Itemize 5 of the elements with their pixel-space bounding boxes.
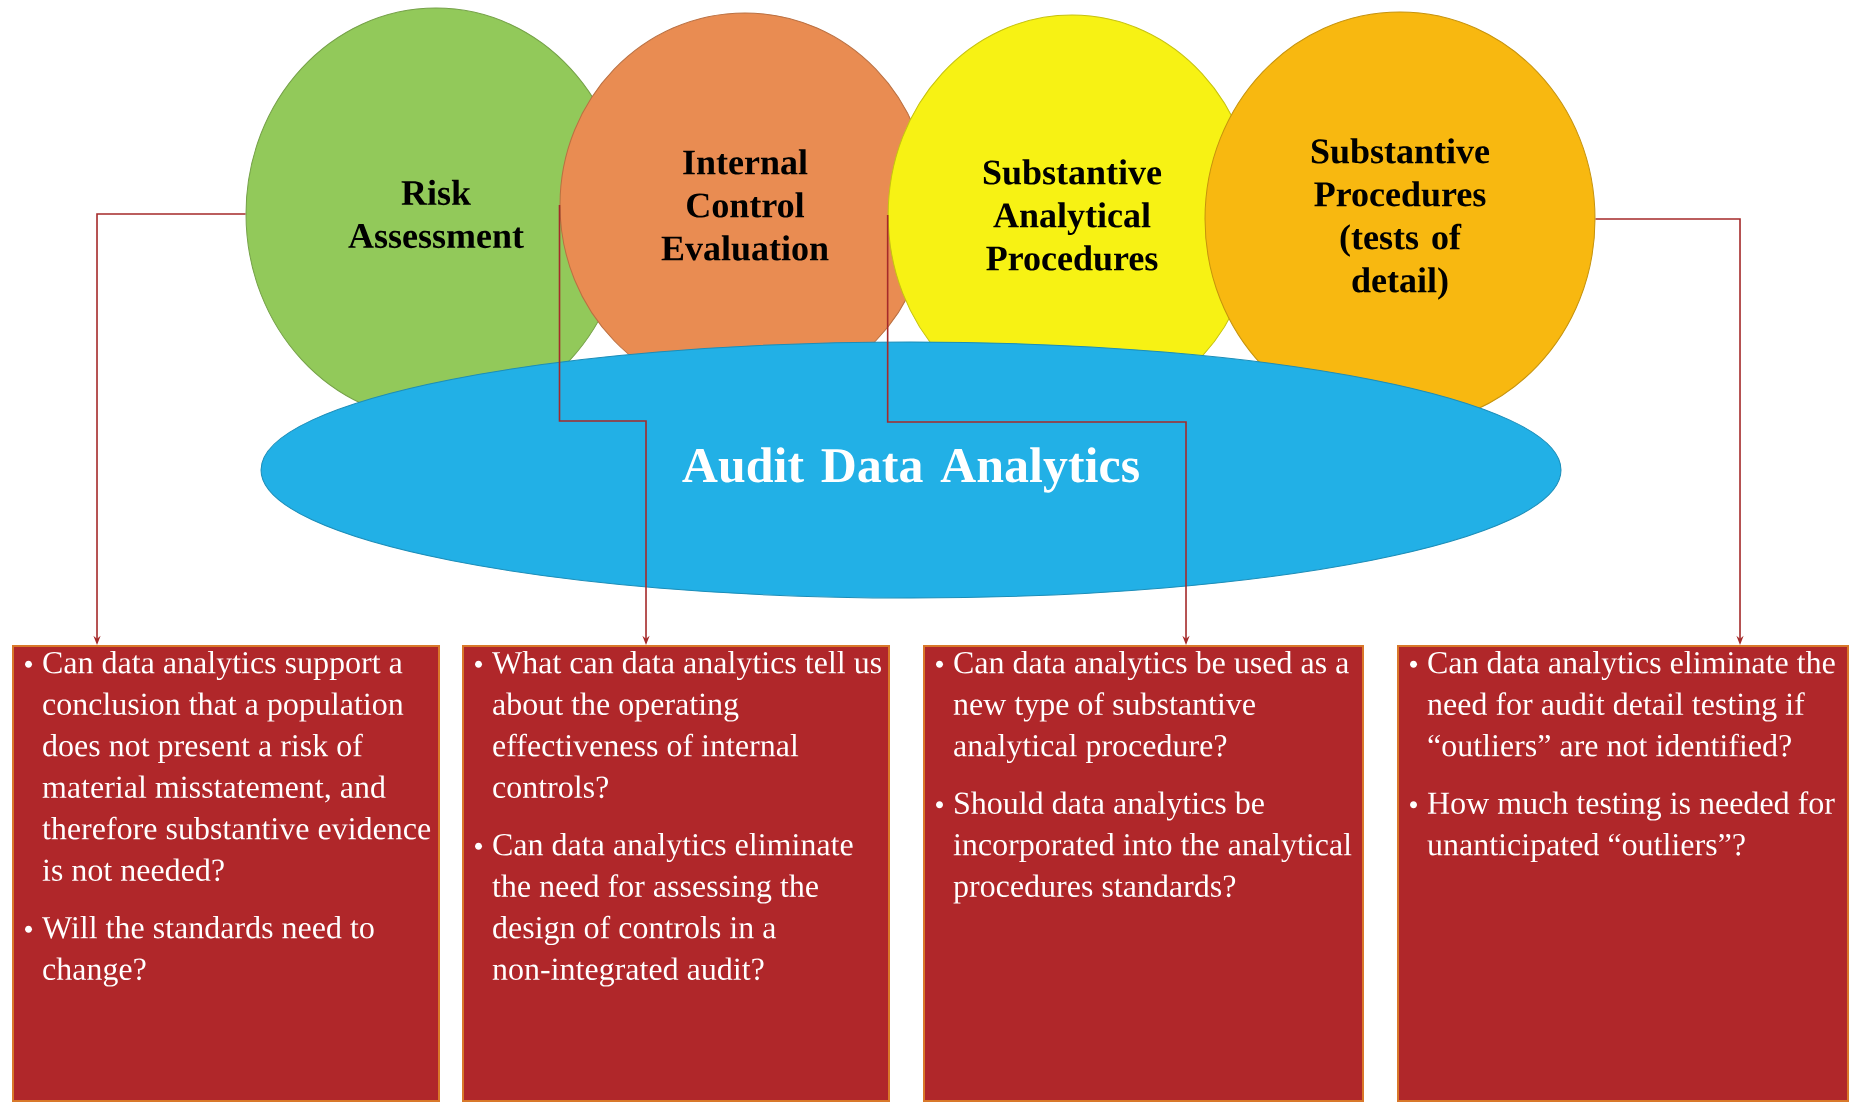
question-box: Can data analytics eliminate the need for audit detail testing if “outliers” are not identified? How much testing is needed for unanticipated “outliers”? — [1397, 645, 1849, 1102]
question-box: Can data analytics be used as a new type of substantive analytical procedure? Should data analytics be incorporated into the analytical procedures standards? — [923, 645, 1364, 1102]
ellipse-label: Audit Data Analytics — [260, 341, 1562, 599]
question-box: Can data analytics support a conclusion that a population does not present a risk of material misstatement, and therefore substantive evidence is not needed? Will the standards need to change? — [12, 645, 440, 1102]
question-box: What can data analytics tell us about the operating effectiveness of internal controls? Can data analytics eliminate the need for assessing the design of controls in a non-integrated audit? — [462, 645, 890, 1102]
